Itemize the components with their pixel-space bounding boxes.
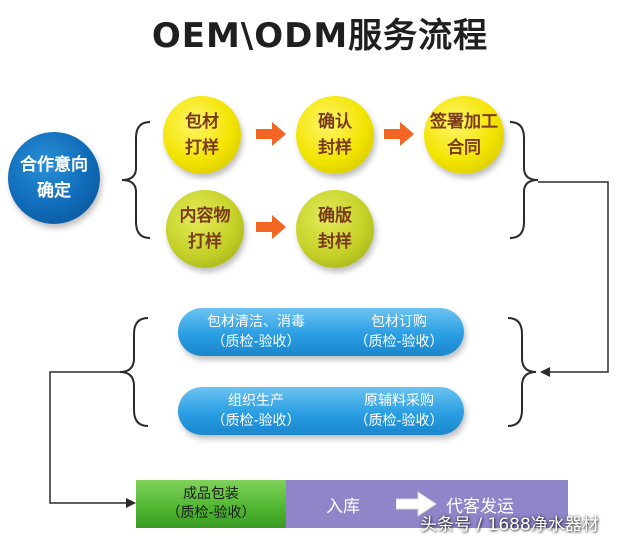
pill-raw-materials: 原辅料采购 （质检-验收） bbox=[344, 391, 454, 431]
pill-production-stage: 组织生产 （质检-验收） 原辅料采购 （质检-验收） bbox=[178, 387, 464, 435]
node-label: 封样 bbox=[318, 138, 352, 158]
pill-sublabel: （质检-验收） bbox=[354, 334, 444, 350]
pill-label: 原辅料采购 bbox=[364, 393, 434, 409]
arrow-right-icon bbox=[256, 215, 286, 239]
bottom-label: 成品包装 bbox=[183, 486, 239, 502]
pill-sublabel: （质检-验收） bbox=[354, 413, 444, 429]
left-connector-arrowhead bbox=[126, 498, 136, 508]
node-content-sample: 内容物 打样 bbox=[166, 190, 244, 268]
node-label: 包材 bbox=[185, 112, 219, 132]
node-label: 合作意向 bbox=[20, 155, 88, 175]
node-label: 打样 bbox=[185, 138, 219, 158]
node-label: 打样 bbox=[188, 232, 222, 252]
mid-left-brace bbox=[119, 317, 149, 427]
right-connector-arrowhead bbox=[540, 367, 550, 377]
pill-sublabel: （质检-验收） bbox=[211, 334, 301, 350]
node-label: 合同 bbox=[447, 138, 481, 158]
top-left-brace bbox=[121, 121, 151, 239]
pill-label: 组织生产 bbox=[228, 393, 284, 409]
node-label: 确定 bbox=[37, 181, 71, 201]
watermark: 头条号 / 1688净水器材 bbox=[420, 515, 599, 535]
white-arrow-right-icon bbox=[396, 491, 437, 517]
node-label: 封样 bbox=[318, 232, 352, 252]
node-version-seal: 确版 封样 bbox=[296, 190, 374, 268]
pill-packaging-stage: 包材清洁、消毒 （质检-验收） 包材订购 （质检-验收） bbox=[178, 308, 464, 356]
pill-production: 组织生产 （质检-验收） bbox=[196, 391, 316, 431]
pill-purchase-packaging: 包材订购 （质检-验收） bbox=[344, 312, 454, 352]
node-confirm-seal: 确认 封样 bbox=[296, 96, 374, 174]
node-cooperation: 合作意向 确定 bbox=[8, 132, 100, 224]
arrow-right-icon bbox=[384, 122, 414, 146]
bottom-sublabel: （质检-验收） bbox=[166, 505, 256, 521]
left-connector-line bbox=[49, 371, 128, 504]
page-title: OEM\ODM服务流程 bbox=[151, 16, 489, 56]
bottom-warehouse: 入库 bbox=[326, 497, 360, 517]
pill-label: 包材清洁、消毒 bbox=[207, 314, 305, 330]
node-label: 内容物 bbox=[179, 206, 231, 226]
bottom-warehouse-shipping: 入库 代客发运 bbox=[286, 480, 568, 528]
top-right-brace bbox=[509, 121, 539, 239]
pill-sublabel: （质检-验收） bbox=[211, 413, 301, 429]
node-label: 签署加工 bbox=[430, 112, 498, 132]
node-label: 确认 bbox=[318, 112, 352, 132]
bottom-shipping: 代客发运 bbox=[446, 497, 514, 517]
node-label: 确版 bbox=[318, 206, 352, 226]
mid-right-brace bbox=[507, 317, 537, 427]
bottom-packaging: 成品包装 （质检-验收） bbox=[136, 480, 286, 528]
arrow-right-icon bbox=[256, 122, 286, 146]
node-packaging-sample: 包材 打样 bbox=[163, 96, 241, 174]
right-connector-line bbox=[538, 181, 609, 373]
node-contract: 签署加工 合同 bbox=[424, 96, 504, 174]
pill-clean-disinfect: 包材清洁、消毒 （质检-验收） bbox=[196, 312, 316, 352]
pill-label: 包材订购 bbox=[371, 314, 427, 330]
